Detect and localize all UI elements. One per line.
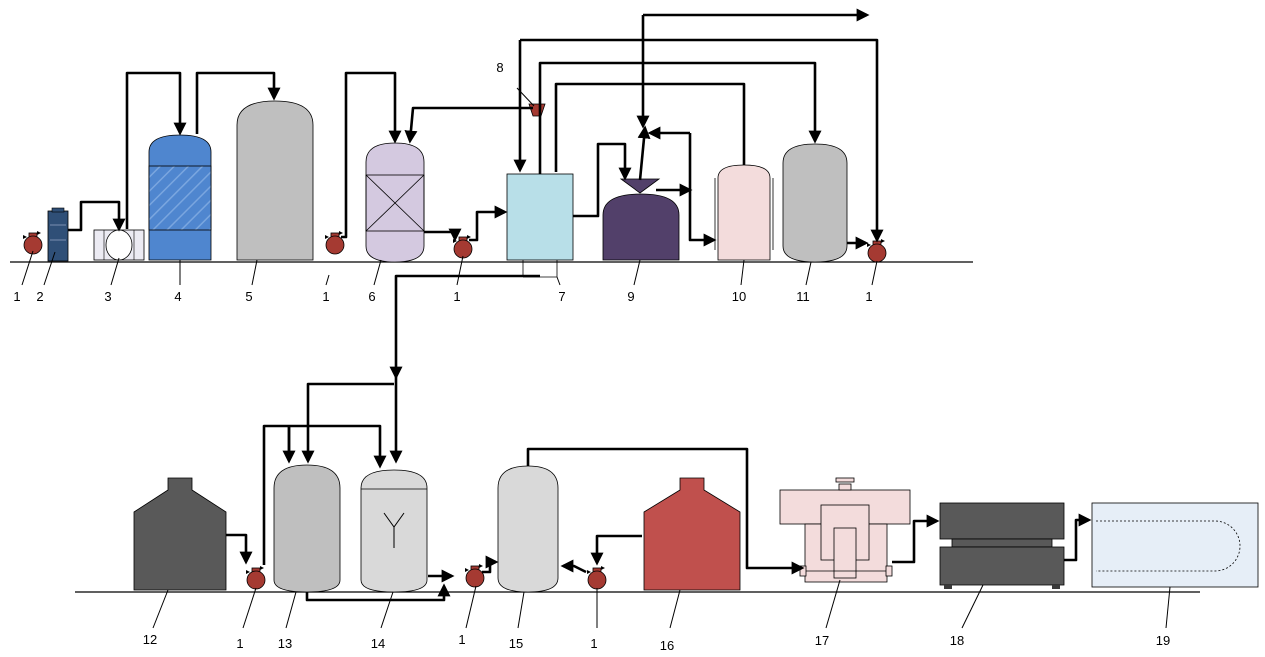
tank-12 — [133, 477, 227, 591]
pump-icon — [22, 230, 43, 255]
pump-label: 1 — [322, 289, 329, 304]
transfer-piping — [389, 274, 540, 380]
vessel-19 — [1091, 502, 1259, 588]
pump-label: 1 — [236, 636, 243, 651]
upper-piping — [68, 8, 884, 250]
leader-lines — [21, 250, 1171, 629]
label-18: 18 — [950, 633, 964, 648]
pump-icon — [586, 565, 607, 590]
pump-icon — [464, 563, 485, 588]
label-7: 7 — [558, 289, 565, 304]
label-14: 14 — [371, 636, 385, 651]
pump-label: 1 — [458, 632, 465, 647]
lower-piping — [226, 377, 1092, 602]
label-16: 16 — [660, 638, 674, 653]
label-17: 17 — [815, 633, 829, 648]
label-6: 6 — [368, 289, 375, 304]
pump-label: 1 — [590, 636, 597, 651]
pump-icon — [324, 230, 345, 255]
pump-label: 1 — [865, 289, 872, 304]
label-8: 8 — [496, 60, 503, 75]
tank-13 — [273, 464, 341, 593]
filter-3 — [93, 229, 145, 261]
tank-15 — [497, 465, 559, 593]
tank-16 — [643, 477, 741, 591]
pump-icon — [245, 565, 266, 590]
tank-14 — [360, 469, 428, 593]
tank-2 — [47, 207, 69, 262]
pump-label: 1 — [13, 289, 20, 304]
label-13: 13 — [278, 636, 292, 651]
label-10: 10 — [732, 289, 746, 304]
press-18 — [939, 502, 1065, 589]
pump-icon — [866, 238, 887, 263]
trap-8 — [528, 103, 546, 117]
label-2: 2 — [36, 289, 43, 304]
label-9: 9 — [627, 289, 634, 304]
label-12: 12 — [143, 632, 157, 647]
machine-17 — [779, 477, 911, 583]
label-5: 5 — [245, 289, 252, 304]
column-6 — [365, 142, 425, 263]
tank-5 — [236, 100, 314, 261]
label-11: 11 — [796, 289, 810, 304]
label-19: 19 — [1156, 633, 1170, 648]
tank-11 — [782, 143, 848, 263]
reactor-9 — [602, 178, 680, 261]
label-3: 3 — [104, 289, 111, 304]
column-4 — [148, 134, 212, 261]
label-4: 4 — [174, 289, 181, 304]
label-15: 15 — [509, 636, 523, 651]
pump-label: 1 — [453, 289, 460, 304]
tank-10 — [714, 164, 774, 261]
